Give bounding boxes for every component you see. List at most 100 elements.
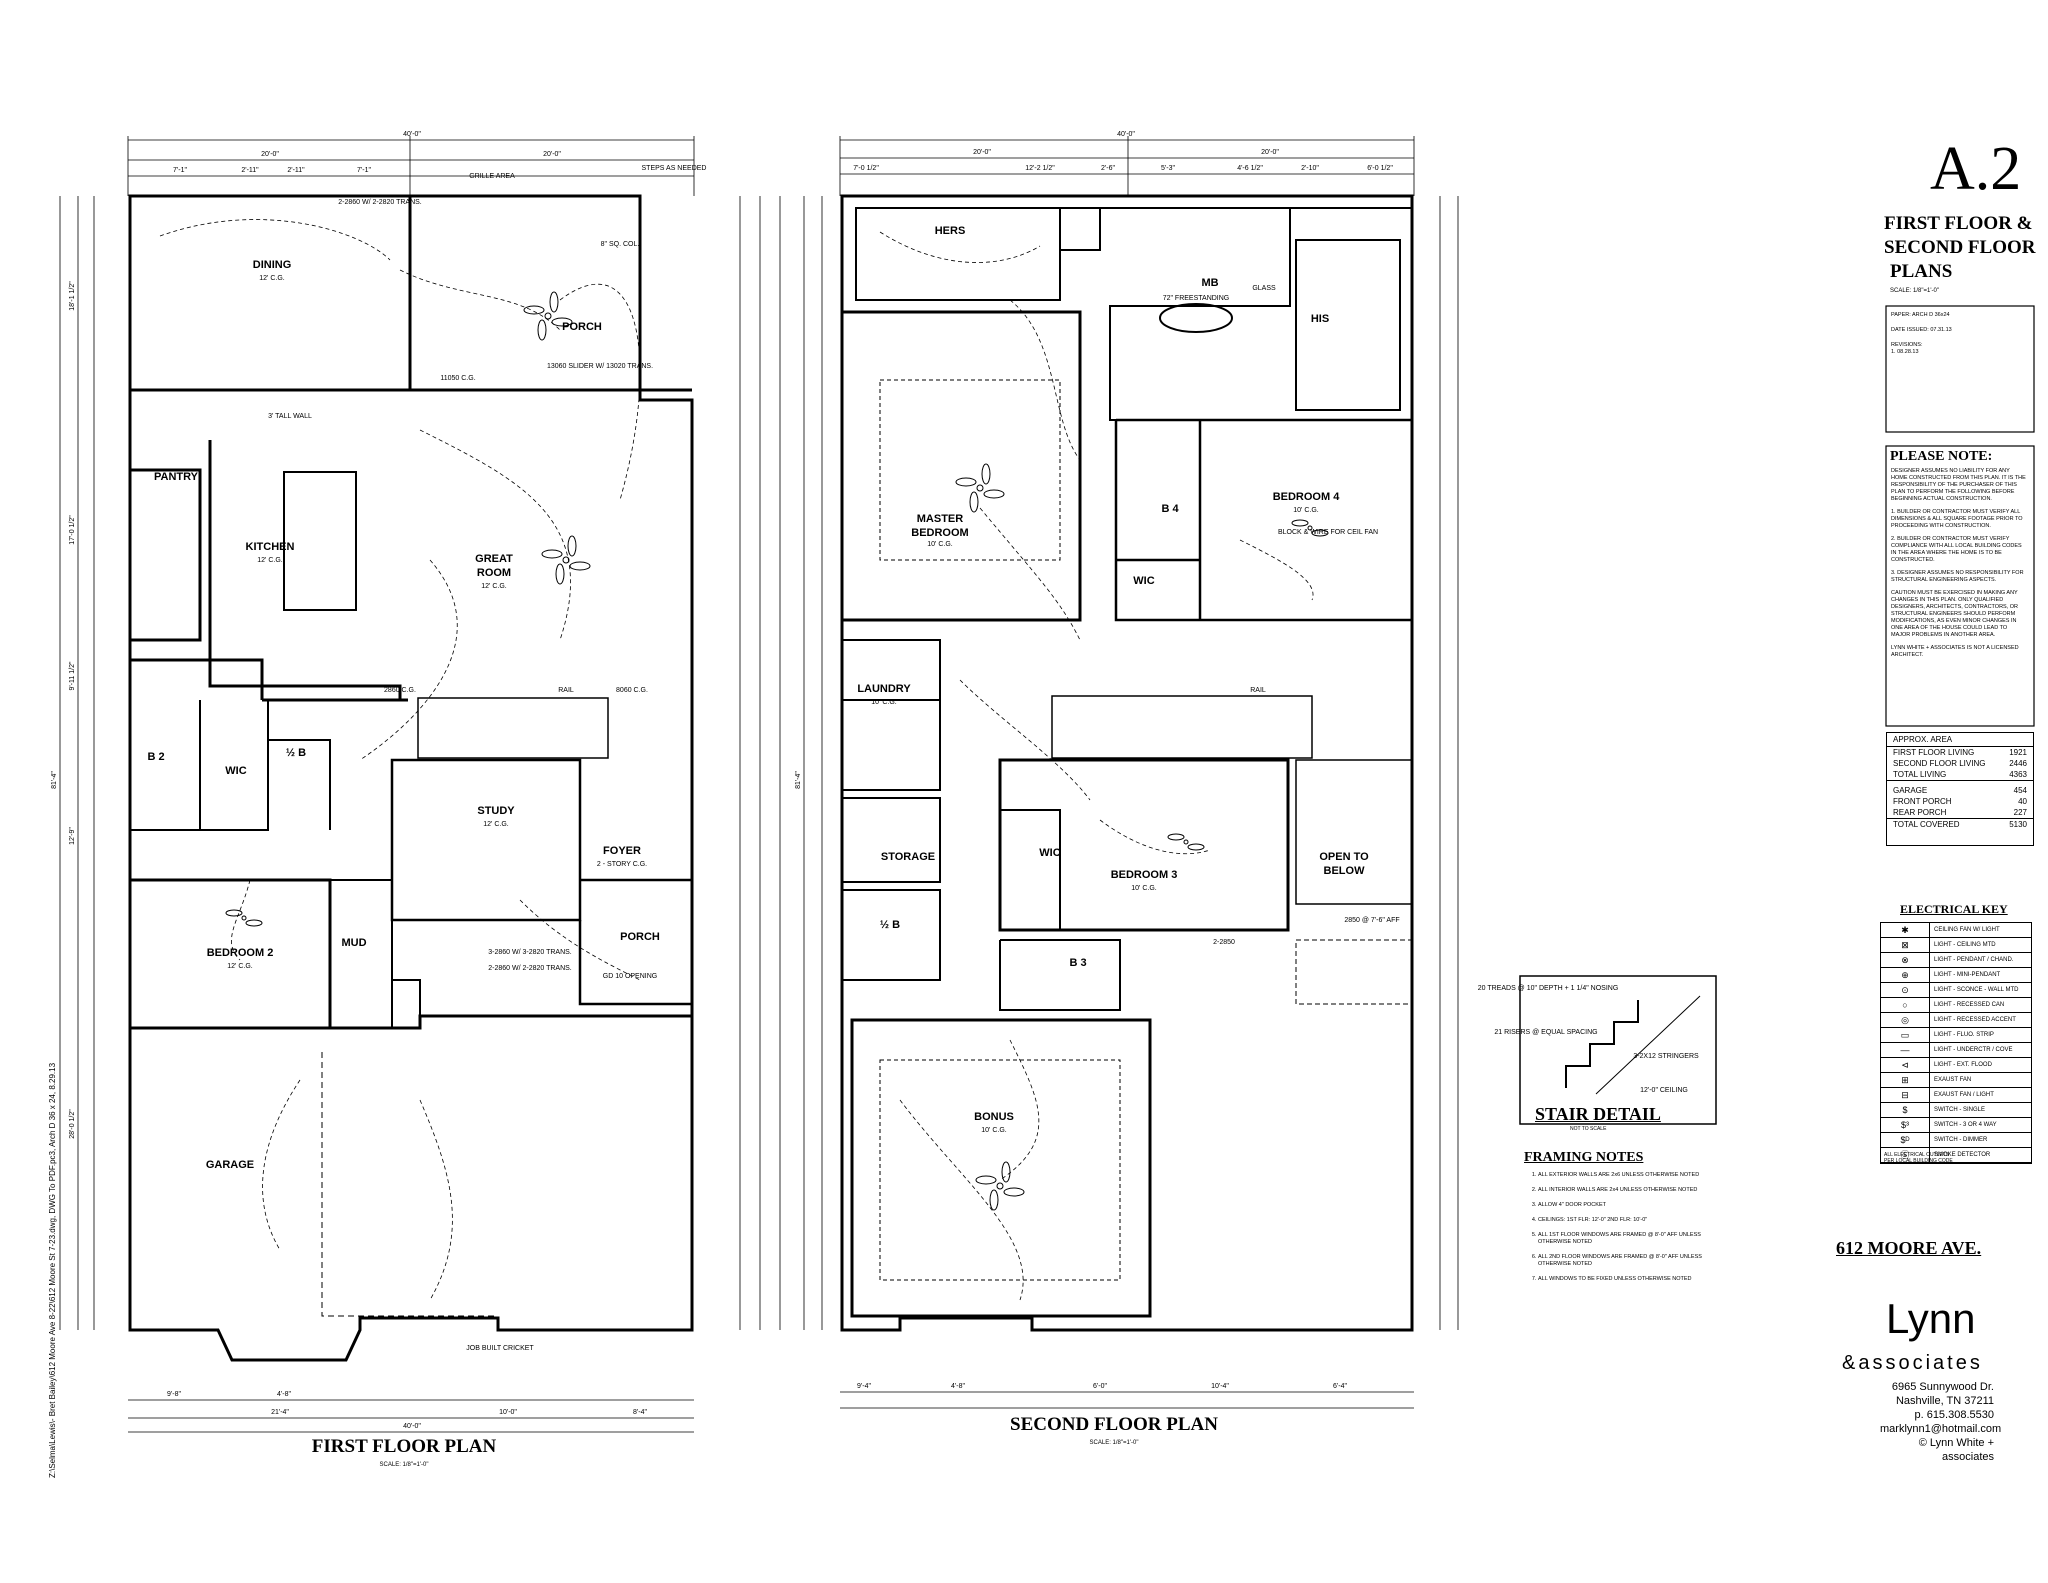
framing-note: ALLOW 4" DOOR POCKET xyxy=(1538,1202,1724,1209)
room-wic-upper: WIC xyxy=(1133,575,1154,587)
electrical-key-row: — LIGHT - UNDERCTR / COVE xyxy=(1881,1043,2031,1058)
electrical-key-label: LIGHT - UNDERCTR / COVE xyxy=(1934,1047,2013,1053)
second-floor-room-labels: HERS MB HIS MASTER BEDROOM 10' C.G. B 4 … xyxy=(857,225,1369,1134)
electrical-key-row: $SWITCH - SINGLE xyxy=(1881,1103,2031,1118)
room-great-room: ROOM xyxy=(477,567,511,579)
electrical-key-row: $ᴰ SWITCH - DIMMER xyxy=(1881,1133,2031,1148)
room-mb: MB xyxy=(1201,277,1218,289)
svg-text:8" SQ. COL.: 8" SQ. COL. xyxy=(601,241,640,248)
electrical-symbol-icon: ○ xyxy=(1881,998,1930,1012)
svg-text:20'-0": 20'-0" xyxy=(1261,149,1279,156)
svg-text:21'-4": 21'-4" xyxy=(271,1409,289,1416)
electrical-key-label: LIGHT - PENDANT / CHAND. xyxy=(1934,957,2014,963)
svg-text:7'-1": 7'-1" xyxy=(173,167,187,174)
electrical-symbol-icon: ⊞ xyxy=(1881,1073,1930,1087)
room-laundry: LAUNDRY xyxy=(857,683,911,695)
room-laundry-ceiling: 10' C.G. xyxy=(871,699,897,706)
room-bedroom-2-ceiling: 12' C.G. xyxy=(227,963,253,970)
project-address: 612 MOORE AVE. xyxy=(1836,1238,1982,1258)
svg-text:STEPS AS NEEDED: STEPS AS NEEDED xyxy=(642,165,707,172)
svg-text:2850 @ 7'-6" AFF: 2850 @ 7'-6" AFF xyxy=(1344,917,1399,924)
room-hers: HERS xyxy=(935,225,966,237)
electrical-symbol-icon: ⊠ xyxy=(1881,938,1930,952)
svg-text:6'-4": 6'-4" xyxy=(1333,1383,1347,1390)
second-floor-dimension-labels: 40'-0" 20'-0" 20'-0" 7'-0 1/2" 12'-2 1/2… xyxy=(795,131,1393,1390)
electrical-key-label: LIGHT - RECESSED ACCENT xyxy=(1934,1017,2016,1023)
electrical-key-footnote: ALL ELECTRICAL OUTLETS PER LOCAL BUILDIN… xyxy=(1884,1152,1953,1164)
svg-text:17'-0 1/2": 17'-0 1/2" xyxy=(69,515,76,545)
electrical-key-label: SWITCH - DIMMER xyxy=(1934,1137,1988,1143)
svg-text:2860 C.G.: 2860 C.G. xyxy=(384,687,416,694)
electrical-key-label: LIGHT - SCONCE - WALL MTD xyxy=(1934,987,2019,993)
svg-text:10'-4": 10'-4" xyxy=(1211,1383,1229,1390)
framing-note: ALL WINDOWS TO BE FIXED UNLESS OTHERWISE… xyxy=(1538,1276,1724,1283)
second-floor-notes: 72" FREESTANDING GLASS BLOCK & WIRE FOR … xyxy=(1163,285,1400,946)
room-bedroom-3-ceiling: 10' C.G. xyxy=(1131,885,1157,892)
issue-box: PAPER: ARCH D 36x24 DATE ISSUED: 07.31.1… xyxy=(1891,312,1952,355)
first-floor-notes: GRILLE AREA STEPS AS NEEDED 2-2860 W/ 2-… xyxy=(268,165,706,1352)
svg-text:72" FREESTANDING: 72" FREESTANDING xyxy=(1163,295,1230,302)
electrical-key-label: CEILING FAN W/ LIGHT xyxy=(1934,927,2000,933)
file-path-stamp: Z:\Selma\Lewis\- Bret Bailey\612 Moore A… xyxy=(48,1062,57,1478)
room-great: GREAT xyxy=(475,553,513,565)
room-master-ceiling: 10' C.G. xyxy=(927,541,953,548)
svg-text:6'-0 1/2": 6'-0 1/2" xyxy=(1367,165,1393,172)
stair-detail-notes: 20 TREADS @ 10" DEPTH + 1 1/4" NOSING 21… xyxy=(1478,985,1699,1094)
svg-text:40'-0": 40'-0" xyxy=(403,1423,421,1430)
electrical-key-row: ⊠LIGHT - CEILING MTD xyxy=(1881,938,2031,953)
sheet-title: FIRST FLOOR & SECOND FLOOR PLANS xyxy=(1884,213,2036,282)
room-study-ceiling: 12' C.G. xyxy=(483,821,509,828)
sheet-number: A.2 xyxy=(1930,135,2022,203)
svg-text:40'-0": 40'-0" xyxy=(1117,131,1135,138)
first-floor-walls xyxy=(128,194,694,1362)
framing-notes: FRAMING NOTES ALL EXTERIOR WALLS ARE 2x6… xyxy=(1524,1150,1724,1291)
electrical-key-label: LIGHT - RECESSED CAN xyxy=(1934,1002,2005,1008)
electrical-key-label: LIGHT - EXT. FLOOD xyxy=(1934,1062,1992,1068)
room-bedroom-2: BEDROOM 2 xyxy=(207,947,274,959)
svg-text:7'-1": 7'-1" xyxy=(357,167,371,174)
svg-text:21 RISERS @ EQUAL SPACING: 21 RISERS @ EQUAL SPACING xyxy=(1494,1029,1597,1036)
room-master: MASTER xyxy=(917,513,964,525)
room-kitchen-ceiling: 12' C.G. xyxy=(257,557,283,564)
svg-text:6'-0": 6'-0" xyxy=(1093,1383,1107,1390)
room-storage: STORAGE xyxy=(881,851,935,863)
room-garage: GARAGE xyxy=(206,1159,254,1171)
first-floor-dimensions xyxy=(59,136,781,1433)
electrical-symbol-icon: ⊙ xyxy=(1881,983,1930,997)
room-wic-bed3: WIC xyxy=(1039,847,1060,859)
svg-text:3' TALL WALL: 3' TALL WALL xyxy=(268,413,312,420)
room-bedroom-4: BEDROOM 4 xyxy=(1273,491,1341,503)
electrical-key-title: ELECTRICAL KEY xyxy=(1900,902,2008,916)
room-foyer: FOYER xyxy=(603,845,641,857)
svg-text:2-2850: 2-2850 xyxy=(1213,939,1235,946)
room-open-to: OPEN TO xyxy=(1319,851,1369,863)
svg-text:9'-11 1/2": 9'-11 1/2" xyxy=(69,661,76,691)
first-floor-ceiling-fan-icons xyxy=(225,291,591,927)
second-floor-electrical xyxy=(879,231,1314,1301)
room-porch-front: PORCH xyxy=(620,931,660,943)
svg-text:40'-0": 40'-0" xyxy=(403,131,421,138)
room-mud: MUD xyxy=(341,937,366,949)
room-bonus: BONUS xyxy=(974,1111,1014,1123)
electrical-key-label: EXAUST FAN xyxy=(1934,1077,1972,1083)
svg-text:5'-3": 5'-3" xyxy=(1161,165,1175,172)
electrical-symbol-icon: ⊲ xyxy=(1881,1058,1930,1072)
first-floor-room-labels: DINING 12' C.G. PORCH PANTRY KITCHEN 12'… xyxy=(147,259,659,1171)
svg-text:20'-0": 20'-0" xyxy=(973,149,991,156)
electrical-symbol-icon: ⊗ xyxy=(1881,953,1930,967)
electrical-key-row: ✱CEILING FAN W/ LIGHT xyxy=(1881,923,2031,938)
room-foyer-ceiling: 2 - STORY C.G. xyxy=(597,861,647,868)
svg-text:12'-0" CEILING: 12'-0" CEILING xyxy=(1640,1087,1688,1094)
room-wic: WIC xyxy=(225,765,246,777)
svg-text:GLASS: GLASS xyxy=(1252,285,1276,292)
electrical-symbol-icon: — xyxy=(1881,1043,1930,1057)
room-dining: DINING xyxy=(253,259,292,271)
room-bedroom-4-ceiling: 10' C.G. xyxy=(1293,507,1319,514)
room-b4: B 4 xyxy=(1161,503,1179,515)
electrical-symbol-icon: $ᴰ xyxy=(1881,1133,1930,1147)
svg-text:12'-2 1/2": 12'-2 1/2" xyxy=(1025,165,1055,172)
